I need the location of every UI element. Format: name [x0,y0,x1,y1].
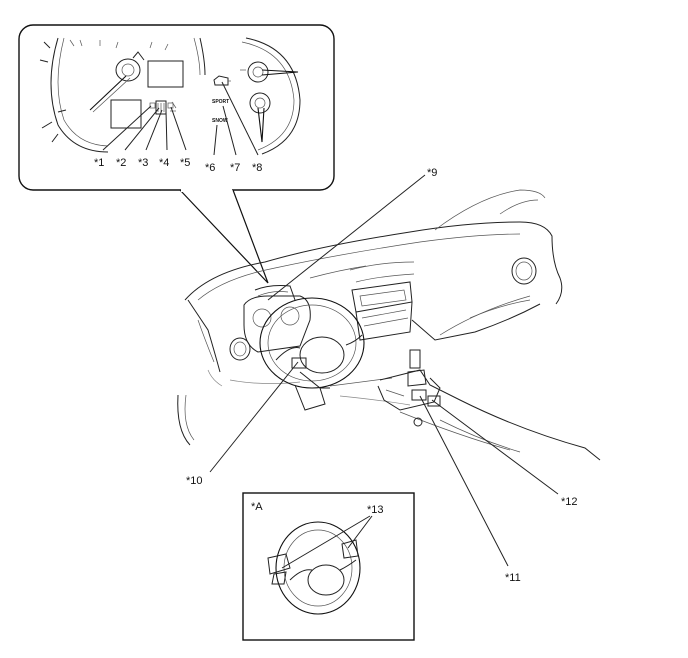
view-a-box [242,492,415,641]
callout-4: *4 [159,157,169,169]
detail-leader-lines [102,81,259,156]
callout-3: *3 [138,157,148,169]
callout-7: *7 [230,162,240,174]
indicator-cluster [149,100,177,115]
callout-12: *12 [561,496,578,508]
view-a-label: *A [251,501,263,513]
callout-labels: *1 *2 *3 *4 *5 *6 *7 *8 *9 *10 *11 *12 *… [94,157,578,584]
right-gauges: SPORT SNOW [212,37,301,155]
callout-10: *10 [186,475,203,487]
callout-1: *1 [94,157,104,169]
sport-indicator-text: SPORT [212,99,229,105]
callout-2: *2 [116,157,126,169]
dashboard-drawing [177,189,601,461]
snow-indicator-text: SNOW [212,118,228,124]
callout-8: *8 [252,162,262,174]
callout-6: *6 [205,162,215,174]
callout-11: *11 [505,572,521,584]
tachometer-gauge [39,37,206,153]
main-leader-lines [209,174,559,567]
callout-13: *13 [367,504,384,516]
callout-5: *5 [180,157,190,169]
callout-9: *9 [427,167,437,179]
meter-detail-box [18,24,335,284]
